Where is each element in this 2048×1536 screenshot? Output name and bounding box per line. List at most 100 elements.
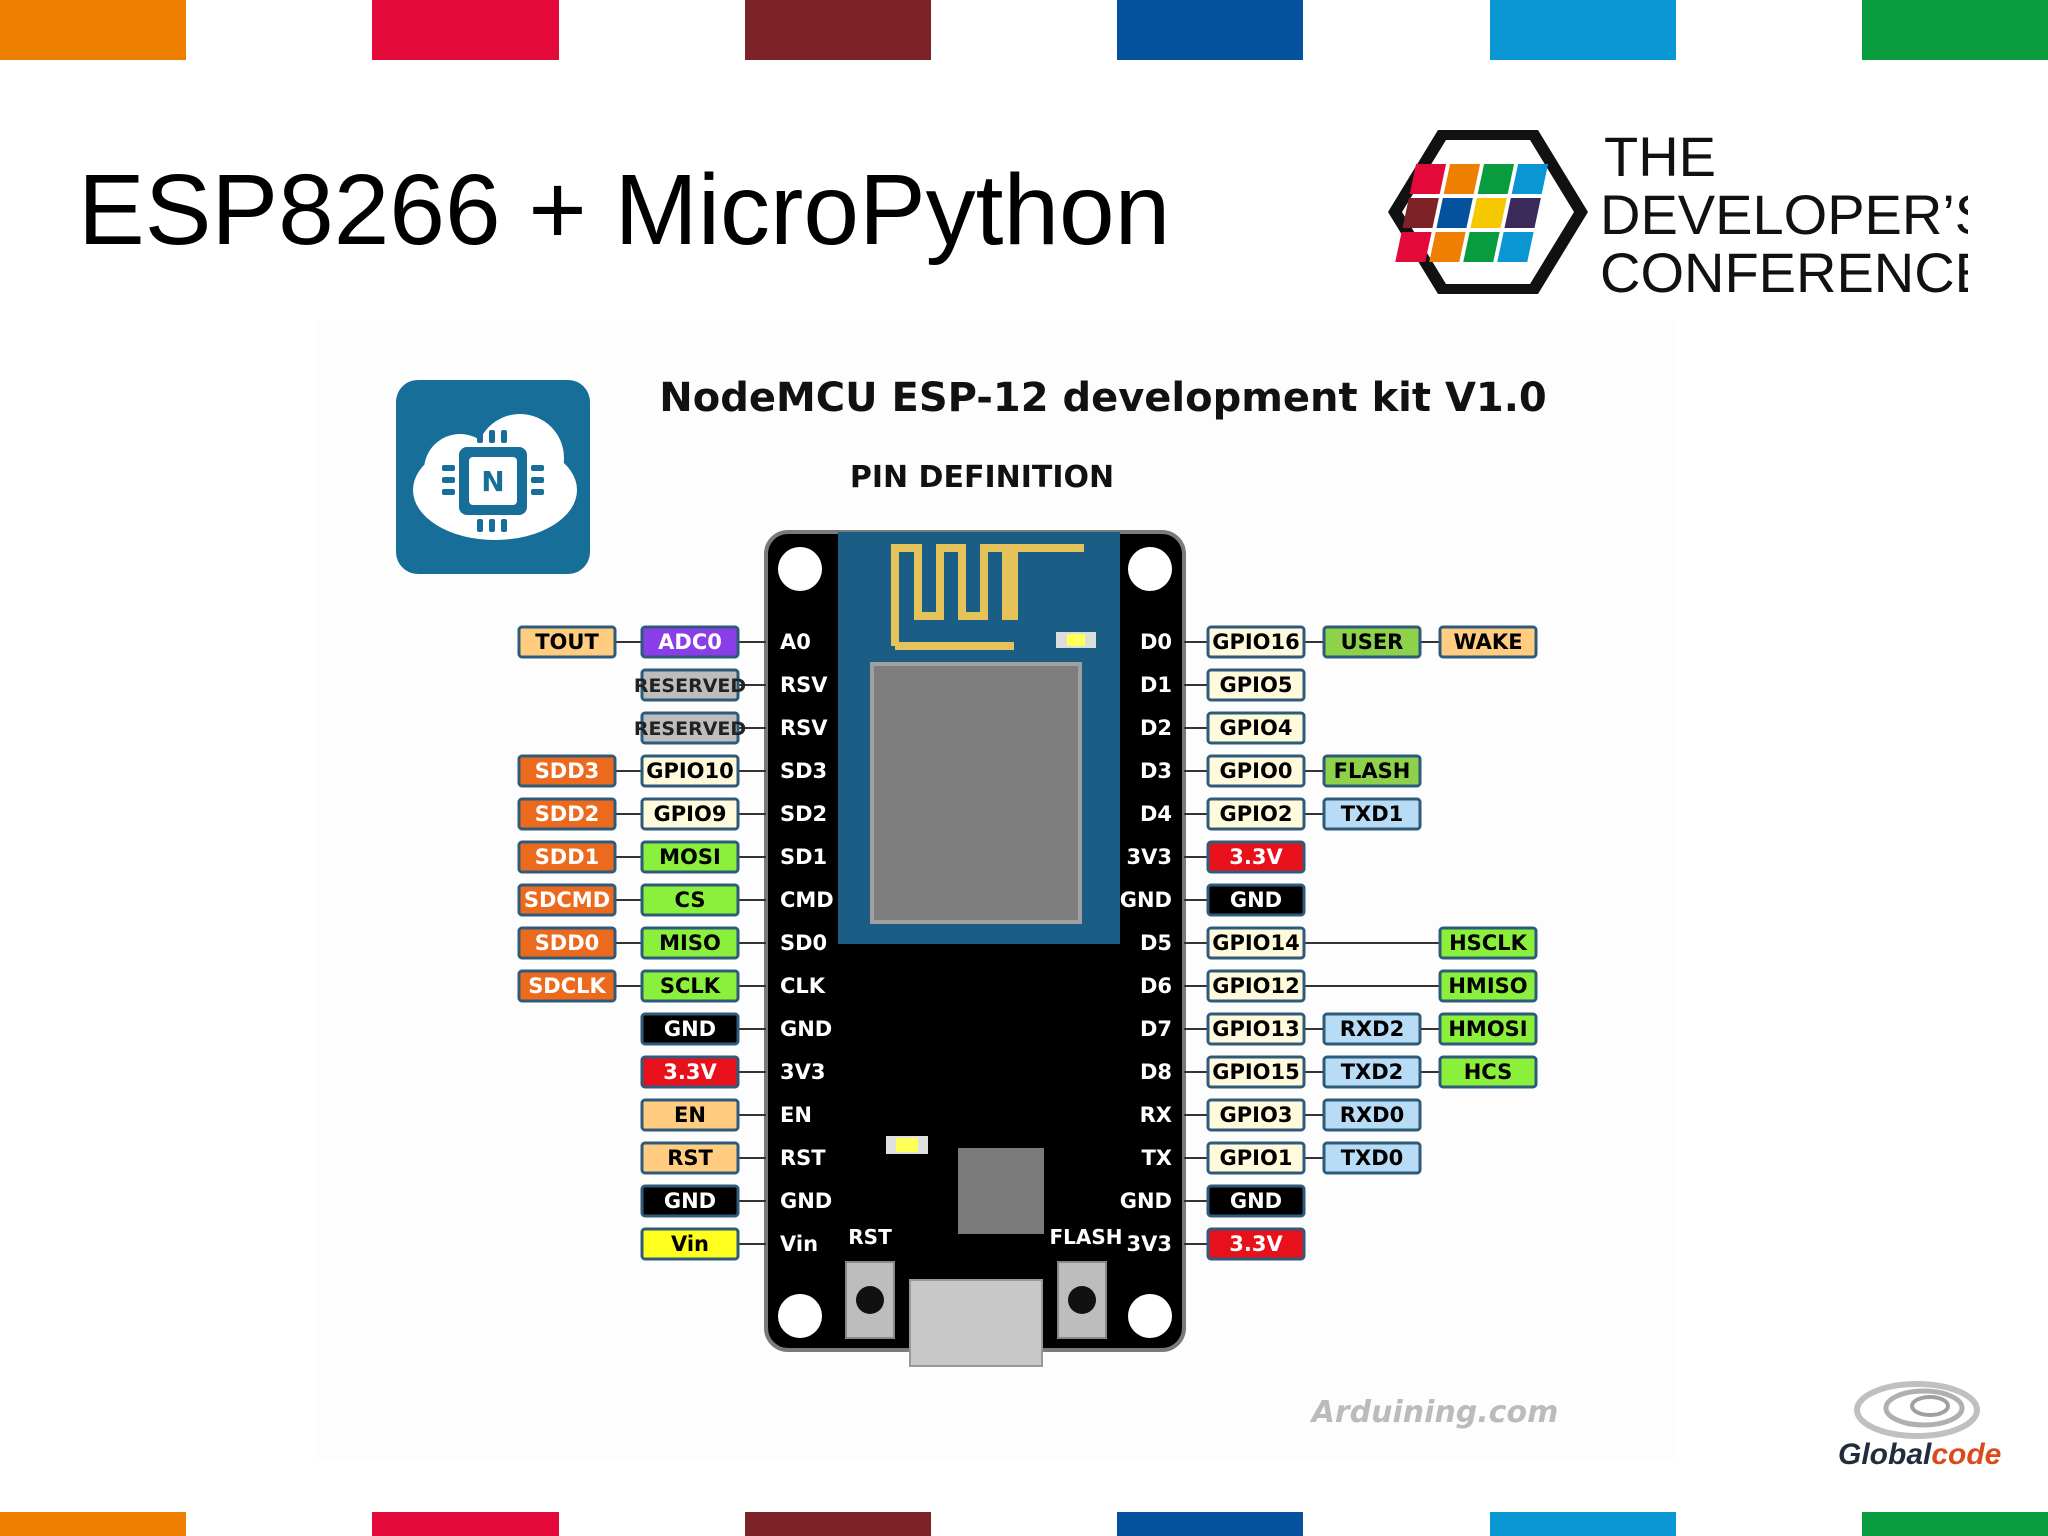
svg-text:MISO: MISO xyxy=(659,931,721,955)
cube-icon xyxy=(1388,130,1588,294)
svg-text:TXD1: TXD1 xyxy=(1341,802,1404,826)
svg-text:3.3V: 3.3V xyxy=(1229,1232,1283,1256)
mount-hole-icon xyxy=(1128,547,1172,591)
board-pin-name: CMD xyxy=(780,888,834,912)
nodemcu-logo-letter: N xyxy=(481,465,504,498)
svg-text:SDCMD: SDCMD xyxy=(524,888,610,912)
stripe-segment xyxy=(0,0,187,60)
nodemcu-logo: N xyxy=(396,380,590,574)
board-pin-name: D6 xyxy=(1140,974,1172,998)
pin-label-mosi: MOSI xyxy=(640,840,740,874)
left-pin-row: GND GND xyxy=(640,1012,832,1046)
cube-cell xyxy=(1402,198,1439,228)
board-pin-name: GND xyxy=(780,1017,832,1041)
board: RST FLASH xyxy=(764,530,1186,1367)
globalcode-text-dark: Global xyxy=(1838,1438,1932,1471)
cube-cell xyxy=(1463,232,1500,262)
svg-text:SDCLK: SDCLK xyxy=(528,974,606,998)
pin-label-gnd: GND xyxy=(1206,1184,1306,1218)
pin-label-gpio12: GPIO12 xyxy=(1206,969,1306,1003)
developers-conference-logo: THE DEVELOPER’S CONFERENCE xyxy=(1388,125,1968,302)
board-pin-name: 3V3 xyxy=(1127,845,1172,869)
svg-text:GPIO5: GPIO5 xyxy=(1220,673,1293,697)
svg-text:GPIO10: GPIO10 xyxy=(646,759,734,783)
svg-text:RESERVED: RESERVED xyxy=(634,675,746,697)
pin-label-sclk: SCLK xyxy=(640,969,740,1003)
board-pin-name: D4 xyxy=(1140,802,1172,826)
usb-port xyxy=(909,1279,1043,1367)
pin-label-3-3v: 3.3V xyxy=(640,1055,740,1089)
globalcode-text-accent: code xyxy=(1931,1438,2002,1471)
stripe-segment xyxy=(744,1512,931,1536)
pin-label-sdd3: SDD3 xyxy=(517,754,617,788)
usb-chip xyxy=(958,1148,1044,1234)
pin-label-en: EN xyxy=(640,1098,740,1132)
flash-button-label: FLASH xyxy=(1049,1225,1122,1249)
board-pin-name: GND xyxy=(1120,1189,1172,1213)
pin-label-hcs: HCS xyxy=(1438,1055,1538,1089)
svg-text:GND: GND xyxy=(664,1017,716,1041)
shield-can xyxy=(870,662,1082,924)
left-pin-row: Vin Vin xyxy=(640,1227,818,1261)
pin-label-vin: Vin xyxy=(640,1227,740,1261)
svg-text:USER: USER xyxy=(1341,630,1404,654)
pin-label-rxd2: RXD2 xyxy=(1322,1012,1422,1046)
board-pin-name: 3V3 xyxy=(780,1060,825,1084)
flash-button[interactable] xyxy=(1057,1261,1107,1339)
board-pin-name: Vin xyxy=(780,1232,818,1256)
board-pin-name: D7 xyxy=(1140,1017,1172,1041)
svg-text:GPIO9: GPIO9 xyxy=(654,802,727,826)
svg-text:GPIO14: GPIO14 xyxy=(1212,931,1300,955)
pin-label-txd2: TXD2 xyxy=(1322,1055,1422,1089)
pin-label-txd0: TXD0 xyxy=(1322,1141,1422,1175)
pin-label-hmiso: HMISO xyxy=(1438,969,1538,1003)
pin-label-miso: MISO xyxy=(640,926,740,960)
stripe-segment xyxy=(744,0,931,60)
pin-label-gpio10: GPIO10 xyxy=(640,754,740,788)
stripe-segment xyxy=(1861,1512,2048,1536)
pin-label-gpio0: GPIO0 xyxy=(1206,754,1306,788)
pin-label-adc0: ADC0 xyxy=(640,625,740,659)
board-pin-name: A0 xyxy=(780,630,811,654)
right-pin-row: GPIO2 TXD1 D4 xyxy=(1140,797,1422,831)
pin-label-rxd0: RXD0 xyxy=(1322,1098,1422,1132)
pin-label-gpio1: GPIO1 xyxy=(1206,1141,1306,1175)
diagram-title: NodeMCU ESP-12 development kit V1.0 xyxy=(659,375,1547,421)
board-pin-name: D5 xyxy=(1140,931,1172,955)
svg-text:GND: GND xyxy=(1230,1189,1282,1213)
rst-button[interactable] xyxy=(845,1261,895,1339)
pin-label-gpio16: GPIO16 xyxy=(1206,625,1306,659)
left-pin-row: RST RST xyxy=(640,1141,826,1175)
board-pin-name: EN xyxy=(780,1103,812,1127)
board-pin-name: RST xyxy=(780,1146,826,1170)
board-pin-name: RSV xyxy=(780,716,828,740)
pin-label-wake: WAKE xyxy=(1438,625,1538,659)
board-pin-name: 3V3 xyxy=(1127,1232,1172,1256)
pin-label-rst: RST xyxy=(640,1141,740,1175)
board-pin-name: D8 xyxy=(1140,1060,1172,1084)
svg-text:FLASH: FLASH xyxy=(1334,759,1411,783)
svg-text:MOSI: MOSI xyxy=(659,845,721,869)
cube-cell xyxy=(1409,164,1447,194)
svg-text:GPIO3: GPIO3 xyxy=(1220,1103,1293,1127)
pin-label-gnd: GND xyxy=(640,1184,740,1218)
svg-text:HMOSI: HMOSI xyxy=(1448,1017,1527,1041)
board-pin-name: GND xyxy=(1120,888,1172,912)
pin-label-reserved: RESERVED xyxy=(634,668,746,702)
svg-text:RST: RST xyxy=(667,1146,713,1170)
svg-text:EN: EN xyxy=(674,1103,706,1127)
pin-label-gpio2: GPIO2 xyxy=(1206,797,1306,831)
rst-button-label: RST xyxy=(848,1225,892,1249)
